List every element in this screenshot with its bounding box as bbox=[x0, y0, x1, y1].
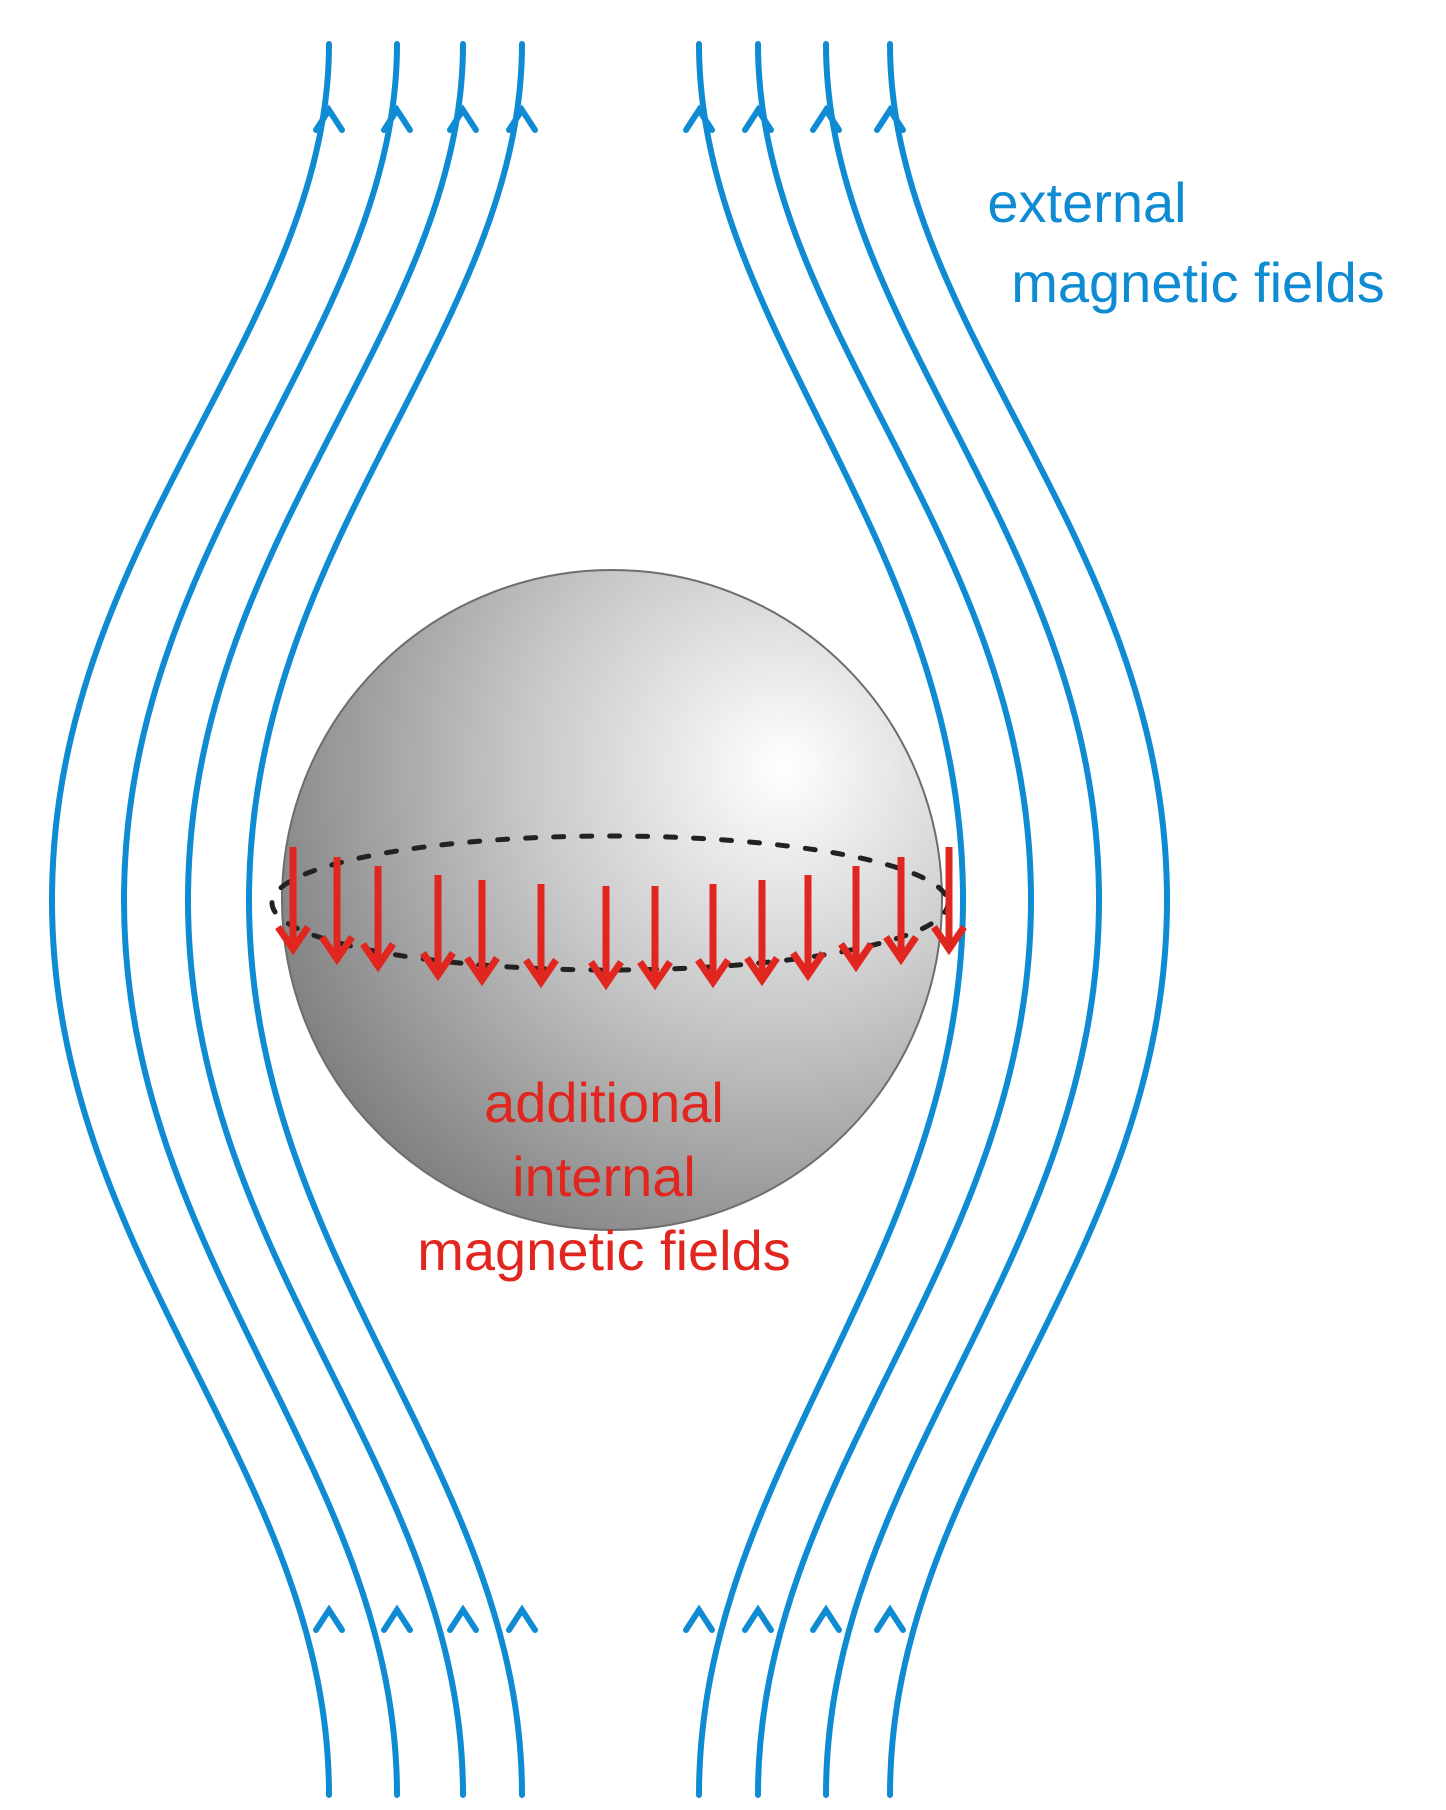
internal-arrow-down bbox=[275, 847, 311, 956]
internal-arrow-down bbox=[883, 857, 919, 966]
internal-arrow-down bbox=[588, 886, 624, 991]
internal-arrow-down bbox=[790, 875, 826, 982]
field-arrowhead-up bbox=[683, 1604, 715, 1633]
field-arrowhead-up bbox=[742, 1604, 774, 1633]
internal-arrow-down bbox=[420, 875, 456, 982]
external-field-label-line1: external bbox=[987, 171, 1186, 234]
field-arrowhead-up bbox=[874, 1604, 906, 1633]
field-arrowhead-up bbox=[381, 1604, 413, 1633]
field-arrowhead-up bbox=[447, 104, 479, 133]
field-line-left-1 bbox=[48, 41, 332, 1798]
field-arrowhead-up bbox=[810, 104, 842, 133]
internal-field-label-line3: magnetic fields bbox=[417, 1219, 791, 1282]
external-field-lines bbox=[48, 41, 1171, 1798]
internal-field-label-line1: additional bbox=[484, 1071, 724, 1134]
field-arrowhead-up bbox=[683, 104, 715, 133]
internal-arrow-down bbox=[695, 884, 731, 989]
field-arrowhead-up bbox=[506, 1604, 538, 1633]
field-arrowhead-up bbox=[506, 104, 538, 133]
field-line-right-2 bbox=[755, 41, 1035, 1798]
internal-field-label-line2: internal bbox=[512, 1145, 696, 1208]
field-arrowhead-up bbox=[447, 1604, 479, 1633]
internal-arrow-down bbox=[838, 866, 874, 973]
internal-arrow-down bbox=[319, 857, 355, 966]
internal-arrow-down bbox=[523, 884, 559, 989]
field-arrowhead-up bbox=[874, 104, 906, 133]
field-arrowhead-up bbox=[381, 104, 413, 133]
field-arrowhead-up bbox=[313, 104, 345, 133]
internal-arrow-down bbox=[360, 866, 396, 973]
internal-arrow-down bbox=[464, 880, 500, 987]
field-line-right-4 bbox=[887, 41, 1171, 1798]
internal-arrow-down bbox=[931, 847, 967, 956]
field-arrowhead-up bbox=[810, 1604, 842, 1633]
external-field-label-line2: magnetic fields bbox=[1011, 251, 1385, 314]
field-line-left-2 bbox=[120, 41, 400, 1798]
field-arrowhead-up bbox=[313, 1604, 345, 1633]
internal-field-arrows bbox=[275, 847, 967, 991]
field-line-left-4 bbox=[245, 41, 525, 1798]
sphere bbox=[281, 569, 943, 1231]
field-line-right-1 bbox=[696, 41, 967, 1798]
internal-arrow-down bbox=[637, 886, 673, 991]
field-line-right-3 bbox=[823, 41, 1103, 1798]
field-line-left-3 bbox=[184, 41, 466, 1798]
field-arrowhead-up bbox=[742, 104, 774, 133]
internal-arrow-down bbox=[744, 880, 780, 987]
